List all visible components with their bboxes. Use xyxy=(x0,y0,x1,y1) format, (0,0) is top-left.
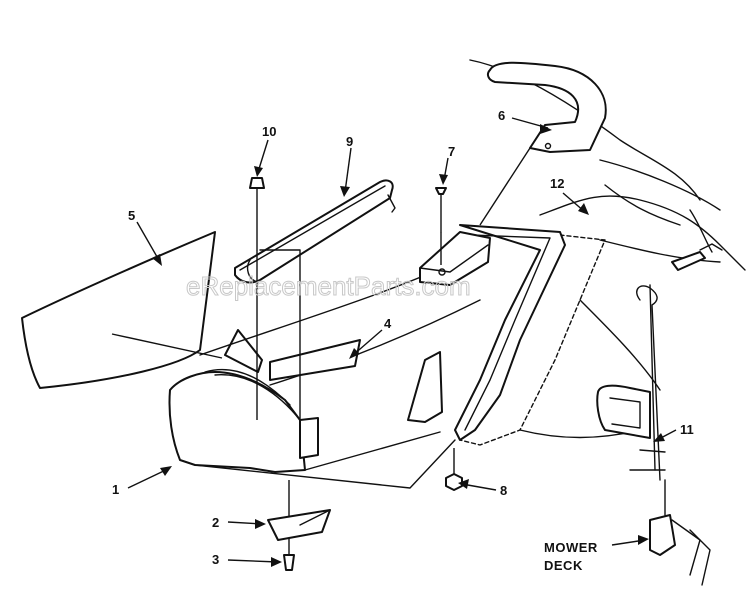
part-10-bolt xyxy=(249,177,265,420)
callout-5: 5 xyxy=(128,208,135,223)
part-2-clip xyxy=(267,509,331,541)
callout-7: 7 xyxy=(448,144,455,159)
callout-6: 6 xyxy=(498,108,505,123)
callout-1: 1 xyxy=(112,482,119,497)
mower-deck-label-line2: DECK xyxy=(544,558,583,573)
mount-block xyxy=(419,231,491,286)
callout-10: 10 xyxy=(262,124,276,139)
callout-11: 11 xyxy=(680,422,694,437)
part-8-nut xyxy=(445,448,463,491)
part-7-screw xyxy=(435,187,447,265)
mower-deck-label-line1: MOWER xyxy=(544,540,598,555)
watermark-text: eReplacementParts.com xyxy=(186,271,471,301)
part-5-deflector-panel xyxy=(21,231,216,389)
spacer-blocks xyxy=(259,249,319,459)
part-11-latch-rod xyxy=(596,243,723,481)
callout-2: 2 xyxy=(212,515,219,530)
callout-3: 3 xyxy=(212,552,219,567)
callout-4: 4 xyxy=(384,316,392,331)
part-6-handle xyxy=(479,61,607,226)
callout-8: 8 xyxy=(500,483,507,498)
part-4-flap xyxy=(269,339,361,381)
part-9-rail xyxy=(234,179,396,284)
callout-9: 9 xyxy=(346,134,353,149)
callout-12: 12 xyxy=(550,176,564,191)
callout-leaders xyxy=(111,117,677,567)
mower-deck-bracket xyxy=(649,479,711,586)
part-1-chute-body xyxy=(168,254,481,489)
chute-side-frame xyxy=(407,224,566,441)
